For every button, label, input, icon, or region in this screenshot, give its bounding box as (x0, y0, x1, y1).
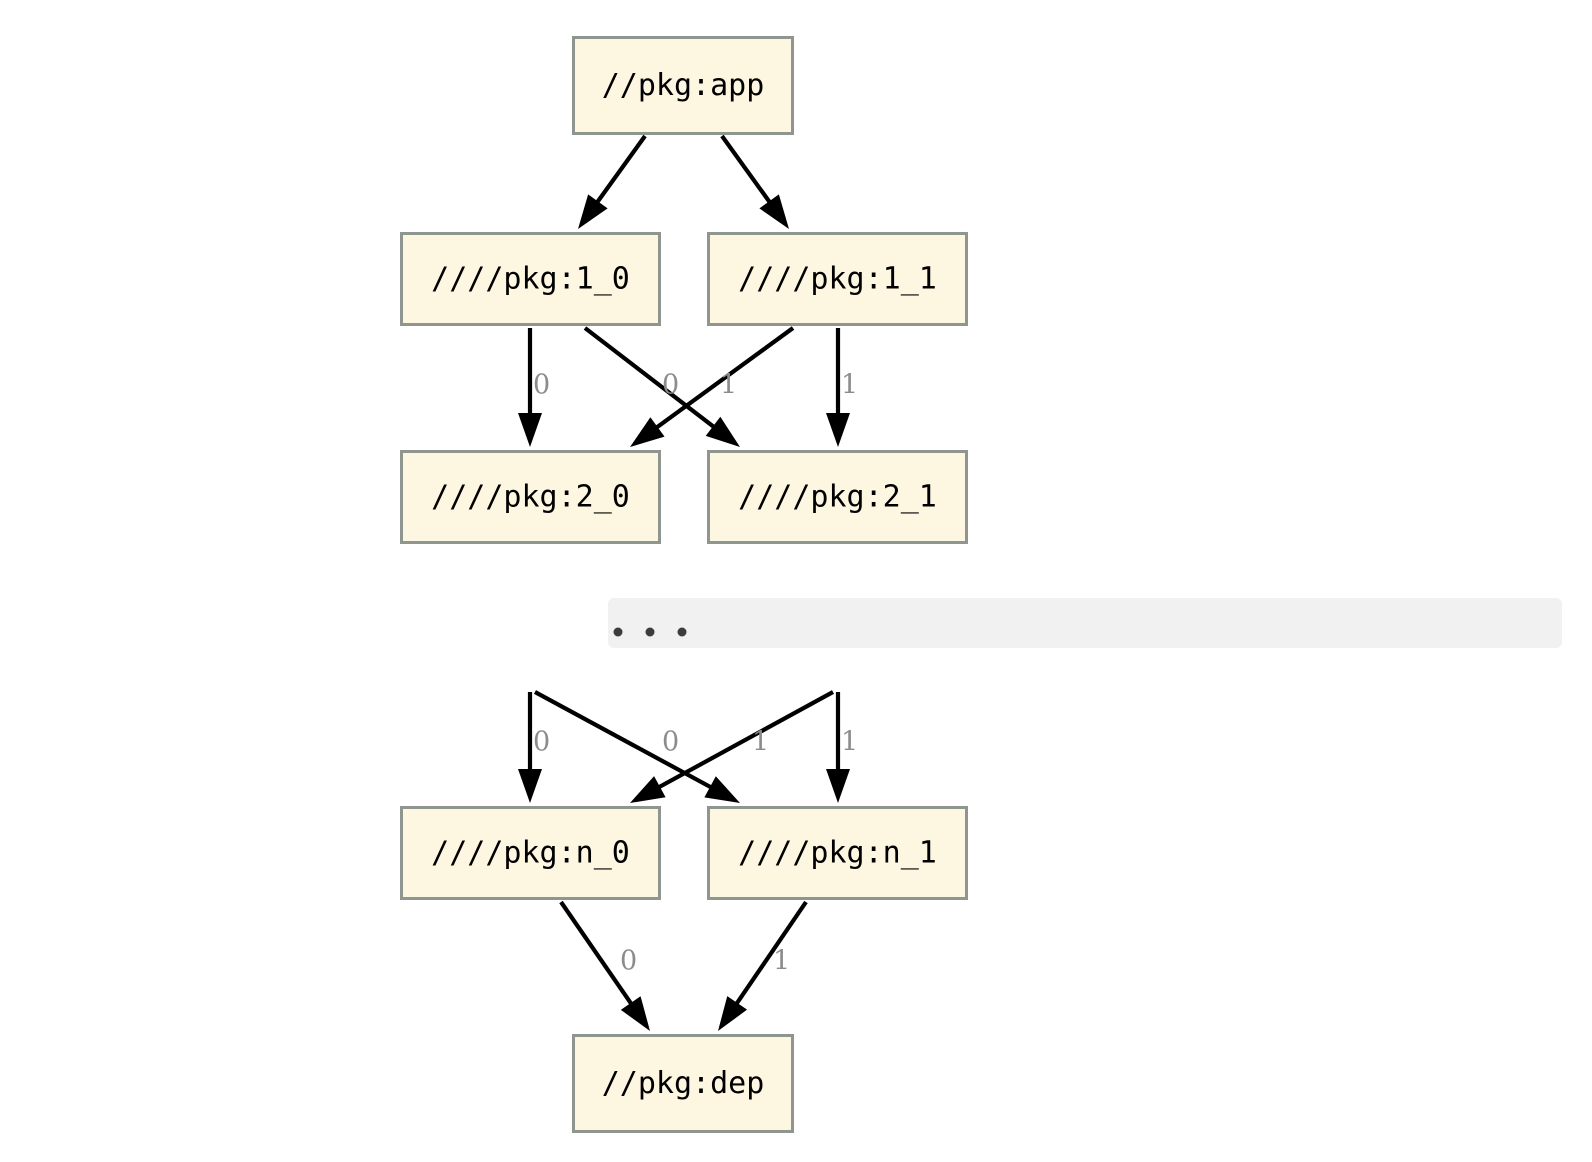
ellipsis-dot (677, 627, 687, 637)
edge-label: 1 (841, 370, 858, 401)
graph-edge (732, 900, 808, 1010)
edge-arrowhead (718, 996, 748, 1031)
ellipsis-dot (645, 627, 655, 637)
edge-arrowhead (704, 776, 740, 803)
node-label: ////pkg:2_1 (738, 480, 937, 515)
node-box[interactable] (572, 36, 794, 135)
graph-node-app[interactable]: //pkg:app (572, 36, 794, 135)
edge-arrowhead (630, 776, 666, 803)
ellipsis-dot (613, 627, 623, 637)
graph-edge (653, 690, 835, 792)
edge-labels-group: 0 0 1 1 0 0 1 1 0 1 (533, 370, 858, 977)
edge-arrowhead (518, 413, 542, 447)
node-label: ////pkg:2_0 (431, 480, 630, 515)
ellipsis-band-group (608, 598, 1562, 648)
edge-arrowhead (578, 194, 608, 229)
edge-label: 1 (841, 727, 858, 758)
node-box[interactable] (707, 806, 968, 900)
edge-label: 0 (662, 727, 679, 758)
edge-label: 1 (752, 727, 769, 758)
graph-edge (592, 134, 647, 208)
edge-label: 0 (620, 946, 637, 977)
graph-edge (583, 326, 720, 432)
ellipsis-band (608, 598, 1562, 648)
node-label: ////pkg:1_0 (431, 262, 630, 297)
edge-arrowhead (759, 194, 789, 229)
node-label: ////pkg:1_1 (738, 262, 937, 297)
edge-arrowhead (826, 769, 850, 803)
edge-label: 0 (662, 370, 679, 401)
node-box[interactable] (707, 450, 968, 544)
graph-node-n2_1[interactable]: ////pkg:2_1 (707, 450, 968, 544)
edge-arrowhead (705, 416, 740, 447)
node-label: ////pkg:n_1 (738, 836, 937, 871)
edge-arrowhead (620, 996, 650, 1031)
nodes-group: //pkg:app ////pkg:1_0 ////pkg:1_1 ////pkg:2… (400, 36, 968, 1133)
node-box[interactable] (707, 232, 968, 326)
edge-arrowhead (630, 417, 665, 447)
node-box[interactable] (400, 450, 661, 544)
edge-label: 1 (720, 370, 737, 401)
edge-label: 1 (773, 946, 790, 977)
graph-node-n2_0[interactable]: ////pkg:2_0 (400, 450, 661, 544)
graph-node-n1_0[interactable]: ////pkg:1_0 (400, 232, 661, 326)
graph-node-n1_1[interactable]: ////pkg:1_1 (707, 232, 968, 326)
graph-node-dep[interactable]: //pkg:dep (572, 1034, 794, 1133)
edges-group (518, 134, 850, 1031)
node-box[interactable] (572, 1034, 794, 1133)
node-label: ////pkg:n_0 (431, 836, 630, 871)
graph-node-nn_1[interactable]: ////pkg:n_1 (707, 806, 968, 900)
graph-edge (559, 900, 636, 1010)
node-box[interactable] (400, 806, 661, 900)
edge-arrowhead (518, 769, 542, 803)
graph-edge (651, 326, 795, 433)
graph-edge (534, 690, 717, 792)
edge-label: 0 (533, 727, 550, 758)
node-box[interactable] (400, 232, 661, 326)
node-label: //pkg:dep (602, 1066, 765, 1101)
graph-edge (720, 134, 775, 208)
edge-arrowhead (826, 413, 850, 447)
node-label: //pkg:app (602, 68, 765, 103)
graph-node-nn_0[interactable]: ////pkg:n_0 (400, 806, 661, 900)
edge-label: 0 (533, 370, 550, 401)
